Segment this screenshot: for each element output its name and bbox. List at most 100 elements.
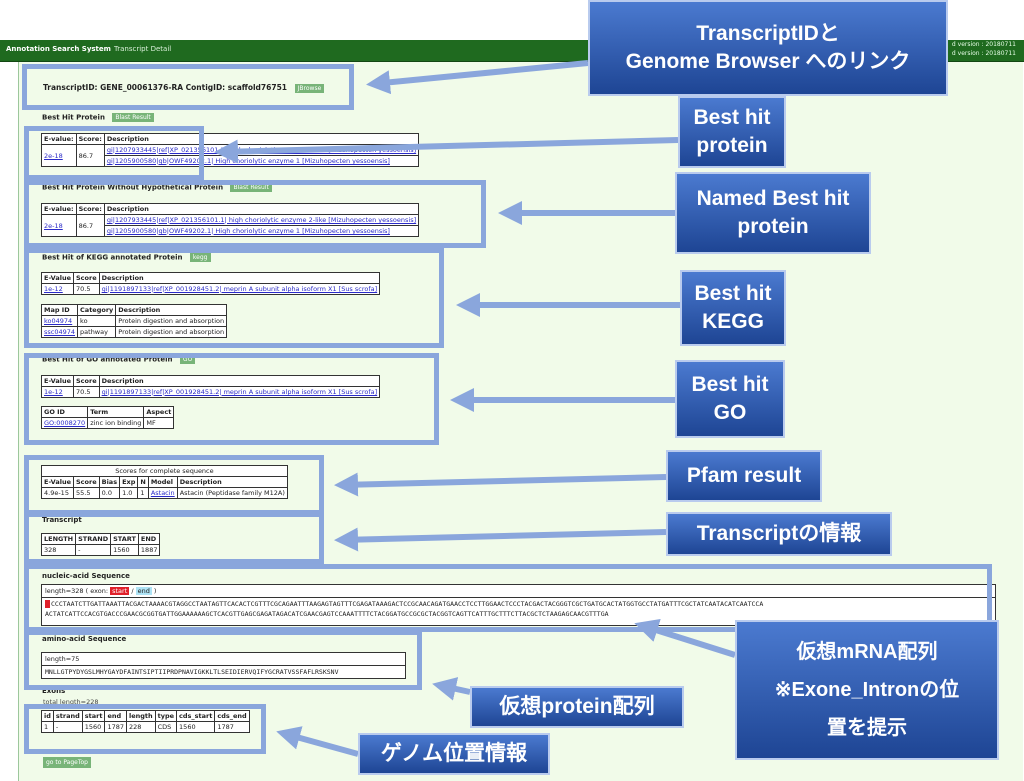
callout-genome-position: ゲノム位置情報 (358, 733, 550, 775)
category-cell: pathway (77, 326, 117, 338)
hit-link[interactable]: gi|1205900580|gb|OWF49202.1| High chorio… (106, 227, 390, 235)
hit-link[interactable]: gi|1205900580|gb|OWF49202.1| High chorio… (106, 157, 390, 165)
table-row: GO:0008270 zinc ion binding MF (40, 417, 175, 429)
highlight-frame-pfam (24, 455, 324, 515)
callout-transcript-info: Transcriptの情報 (666, 512, 892, 556)
exons-table: id strand start end length type cds_star… (41, 710, 250, 733)
table-header-row: id strand start end length type cds_star… (41, 710, 250, 722)
description-cell: Protein digestion and absorption (115, 326, 228, 338)
nucleic-acid-sequence: CCCTAATCTTGATTAAATTACGACTAAAACGTAGGCCTAA… (42, 598, 995, 620)
nucleic-acid-heading: nucleic-acid Sequence (42, 572, 130, 580)
blast-result-button[interactable]: Blast Result (230, 183, 272, 192)
callout-pfam-result: Pfam result (666, 450, 822, 502)
kegg-button[interactable]: kegg (189, 253, 211, 262)
best-hit-protein-heading: Best Hit Protein Blast Result (42, 113, 154, 122)
kegg-heading: Best Hit of KEGG annotated Protein kegg (42, 253, 211, 262)
pfam-table: Scores for complete sequence E-Value Sco… (41, 465, 288, 499)
exon-start-marker: start (110, 587, 130, 595)
strand-cell: - (75, 544, 112, 556)
pfam-model-link[interactable]: Astacin (150, 489, 175, 497)
nucleic-acid-meta: length=328 ( exon: start / end ) (42, 585, 995, 598)
term-cell: zinc ion binding (87, 417, 145, 429)
table-row: ssc04974 pathway Protein digestion and a… (40, 326, 228, 338)
app-title: Annotation Search System (6, 45, 111, 53)
start-cell: 1560 (110, 544, 139, 556)
hit-link[interactable]: gi|1191897133|ref|XP_001928451.2| meprin… (101, 285, 378, 293)
table-row: 328 - 1560 1887 (40, 544, 161, 556)
table-row: 4.9e-15 55.5 0.0 1.0 1 Astacin Astacin (… (41, 487, 288, 499)
blast-result-button[interactable]: Blast Result (112, 113, 154, 122)
transcript-heading: Transcript (42, 516, 82, 524)
aspect-cell: MF (143, 417, 175, 429)
evalue-cell: 1e-12 (41, 283, 74, 295)
exons-heading: Exons (42, 687, 66, 695)
evalue-link[interactable]: 1e-12 (44, 388, 63, 396)
evalue-link[interactable]: 2e-18 (44, 151, 63, 160)
table-row: 1e-12 70.5 gi|1191897133|ref|XP_00192845… (41, 283, 381, 295)
go-button[interactable]: GO (179, 355, 196, 364)
bias-cell: 0.0 (98, 487, 121, 499)
exons-total-length: total length=228 (43, 698, 99, 706)
length-cell: 328 (40, 544, 77, 556)
callout-best-hit-go: Best hit GO (675, 360, 785, 438)
version-line: d version : 20180711 (951, 41, 1016, 48)
amino-acid-box: length=75 MNLLGTPYDYGSLMHYGAYDFAINTSIPTI… (41, 652, 406, 679)
highlight-frame-transcript-id (22, 64, 354, 110)
col-header: E-Value (41, 272, 74, 284)
hit-link[interactable]: gi|1191897133|ref|XP_001928451.2| meprin… (101, 388, 378, 396)
evalue-link[interactable]: 2e-18 (44, 221, 63, 230)
sequence-line: ACTATCATTCCACGTGACCCGAACGCGGTGATTGGAAAAA… (45, 610, 609, 618)
end-cell: 1887 (137, 544, 161, 556)
callout-best-hit-kegg: Best hit KEGG (680, 270, 786, 346)
version-line: d version : 20180711 (951, 50, 1016, 57)
callout-mrna-sequence: 仮想mRNA配列 ※Exone_Intronの位 置を提示 (735, 620, 999, 760)
start-position-marker (45, 600, 50, 608)
go-to-page-top-button[interactable]: go to PageTop (43, 757, 91, 768)
table-row: ko04974 ko Protein digestion and absorpt… (40, 315, 228, 327)
kegg-hit-table: E-Value Score Description 1e-12 70.5 gi|… (41, 272, 381, 295)
evalue-cell: 2e-18 (41, 144, 77, 167)
description-cell: gi|1205900580|gb|OWF49202.1| High chorio… (103, 225, 420, 237)
callout-protein-sequence: 仮想protein配列 (470, 686, 684, 728)
transcript-id-text: TranscriptID: GENE_00061376-RA ContigID:… (43, 83, 288, 92)
start-cell: 1560 (81, 721, 106, 733)
callout-transcript-id: TranscriptIDと Genome Browser へのリンク (588, 0, 948, 96)
exp-cell: 1.0 (119, 487, 139, 499)
go-id-cell: GO:0008270 (40, 417, 89, 429)
breadcrumb[interactable]: Transcript Detail (114, 45, 172, 53)
map-id-link[interactable]: ko04974 (44, 317, 73, 325)
length-text: length=328 ( exon: (45, 587, 111, 595)
go-id-link[interactable]: GO:0008270 (44, 419, 86, 427)
description-cell: gi|1205900580|gb|OWF49202.1| High chorio… (103, 155, 420, 167)
evalue-link[interactable]: 1e-12 (44, 285, 63, 293)
callout-best-hit-protein: Best hit protein (678, 96, 786, 168)
col-header: END (137, 533, 161, 545)
section-title: Best Hit of KEGG annotated Protein (42, 253, 183, 262)
evalue-cell: 1e-12 (41, 386, 74, 398)
table-row: 1 - 1560 1787 228 CDS 1560 1787 (41, 721, 250, 733)
score-cell: 86.7 (75, 214, 105, 237)
amino-acid-heading: amino-acid Sequence (42, 635, 127, 643)
amino-acid-sequence: MNLLGTPYDYGSLMHYGAYDFAINTSIPTIIPRDPNAVIG… (45, 668, 339, 676)
kegg-map-table: Map ID Category Description ko04974 ko P… (40, 304, 228, 338)
table-header-row: E-Value Score Bias Exp N Model Descripti… (41, 476, 288, 488)
highlight-frame-best-hit (24, 126, 204, 180)
transcript-id-line: TranscriptID: GENE_00061376-RA ContigID:… (43, 83, 325, 93)
highlight-frame-exons (24, 704, 266, 754)
description-cell: gi|1191897133|ref|XP_001928451.2| meprin… (98, 386, 381, 398)
amino-acid-length: length=75 (42, 653, 405, 666)
score-cell: 86.7 (75, 144, 105, 167)
cds-end-cell: 1787 (214, 721, 250, 733)
named-best-hit-table: E-value: Score: Description 2e-18 86.7 g… (41, 203, 420, 237)
hit-link[interactable]: gi|1207933445|ref|XP_021356101.1| high c… (106, 216, 417, 224)
go-heading: Best Hit of GO annotated Protein GO (42, 355, 196, 364)
jbrowse-button[interactable]: JBrowse (294, 83, 325, 93)
separator: / (129, 587, 136, 595)
meta-close: ) (151, 587, 157, 595)
exon-end-marker: end (135, 587, 152, 595)
highlight-frame-kegg (24, 248, 444, 348)
sequence-text: CCCTAATCTTGATTAAATTACGACTAAAACGTAGGCCTAA… (51, 600, 764, 608)
type-cell: CDS (154, 721, 178, 733)
section-title: Best Hit Protein (42, 113, 105, 122)
map-id-link[interactable]: ssc04974 (44, 328, 76, 336)
